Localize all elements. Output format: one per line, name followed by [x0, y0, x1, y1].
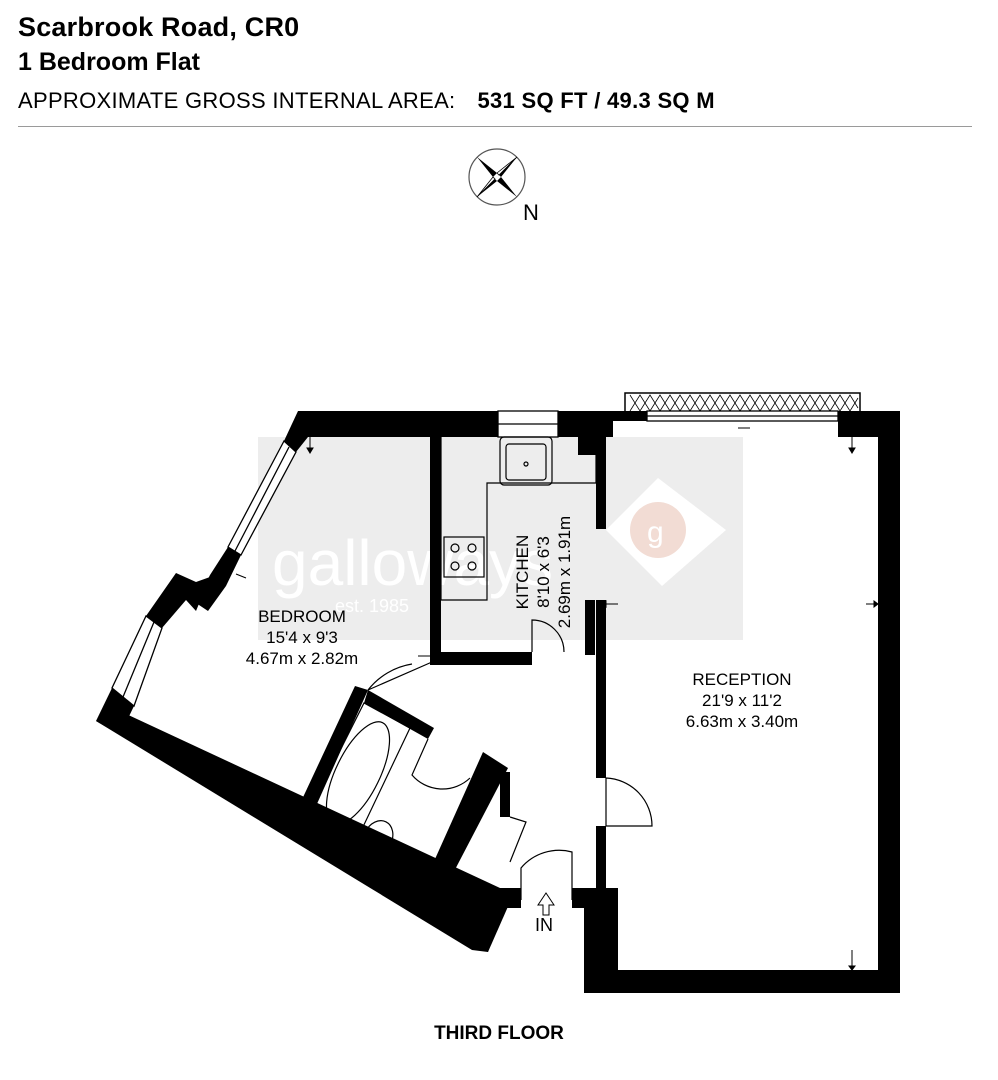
bathroom-fixtures	[301, 702, 426, 889]
reception-metric: 6.63m x 3.40m	[685, 712, 799, 731]
kitchen-name: KITCHEN	[513, 534, 532, 610]
bathroom-door	[411, 738, 471, 790]
area-line: APPROXIMATE GROSS INTERNAL AREA: 531 SQ F…	[18, 88, 715, 114]
reception-door	[605, 777, 653, 827]
kitchen-fixtures	[440, 436, 597, 601]
page-title: Scarbrook Road, CR0	[18, 12, 300, 42]
kitchen-door	[531, 619, 565, 653]
header-divider	[18, 126, 972, 127]
sink-icon	[499, 436, 553, 486]
entrance-label: IN	[535, 915, 553, 935]
reception-imperial: 21'9 x 11'2	[702, 691, 782, 710]
floor-label: THIRD FLOOR	[434, 1023, 564, 1044]
watermark-logo-letter: g	[647, 516, 664, 549]
kitchen-imperial: 8'10 x 6'3	[534, 536, 553, 608]
room-label-kitchen: KITCHEN 8'10 x 6'3 2.69m x 1.91m	[512, 502, 575, 642]
reception-name: RECEPTION	[692, 670, 792, 689]
compass-rose-icon	[468, 148, 526, 206]
hob-icon	[443, 536, 485, 578]
doors	[367, 619, 653, 900]
bedroom-imperial: 15'4 x 9'3	[266, 628, 338, 647]
bedroom-name: BEDROOM	[258, 607, 346, 626]
room-label-reception: RECEPTION 21'9 x 11'2 6.63m x 3.40m	[672, 669, 812, 732]
watermark-brand: galloways	[272, 527, 553, 599]
watermark-tagline: est. 1985	[335, 596, 409, 616]
dimension-arrows	[235, 427, 879, 971]
area-value: 531 SQ FT / 49.3 SQ M	[477, 88, 715, 113]
entrance-door	[520, 849, 573, 900]
toilet-icon	[362, 820, 394, 856]
property-type: 1 Bedroom Flat	[18, 48, 200, 76]
bedroom-metric: 4.67m x 2.82m	[245, 649, 359, 668]
basin-icon	[394, 861, 426, 889]
entrance-arrow-icon	[537, 892, 555, 916]
north-label: N	[523, 200, 539, 225]
kitchen-metric: 2.69m x 1.91m	[555, 515, 574, 629]
bath-icon	[301, 702, 411, 851]
walls	[96, 411, 900, 993]
room-label-bedroom: BEDROOM 15'4 x 9'3 4.67m x 2.82m	[232, 606, 372, 669]
area-label: APPROXIMATE GROSS INTERNAL AREA:	[18, 88, 456, 113]
balcony	[624, 392, 861, 414]
